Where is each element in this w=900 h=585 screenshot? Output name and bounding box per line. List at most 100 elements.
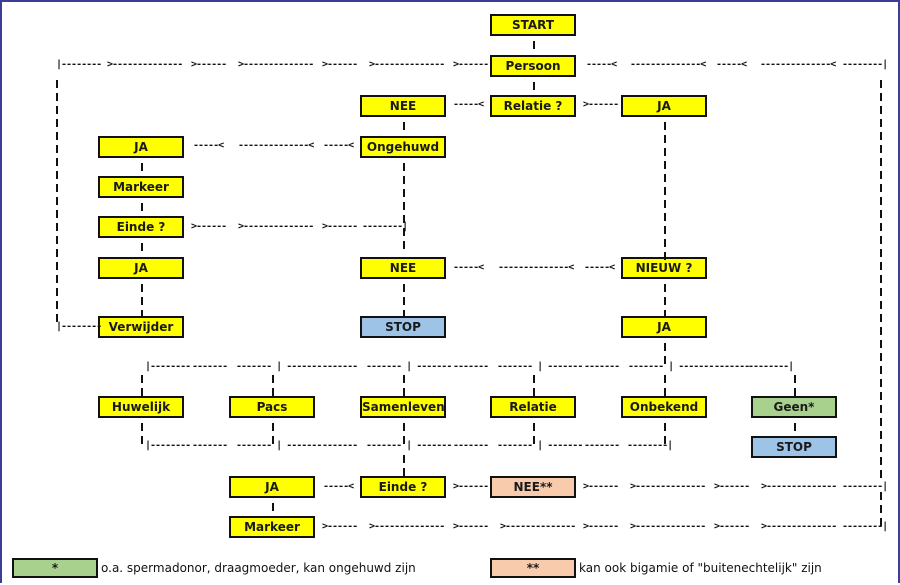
connector: >------ (191, 59, 227, 70)
connector-dash (141, 203, 143, 211)
connector-dash (56, 223, 58, 231)
connector-dash (880, 379, 882, 387)
connector-dash (664, 423, 666, 431)
connector-dash (880, 405, 882, 413)
connector-dash (880, 197, 882, 205)
connector-dash (880, 431, 882, 439)
connector: >-------------- (500, 521, 576, 532)
connector-dash (403, 375, 405, 383)
node-stop-right: STOP (751, 436, 837, 458)
connector-dash (880, 301, 882, 309)
connector-dash (880, 457, 882, 465)
connector-dash (403, 163, 405, 171)
connector: ------- | ------- (366, 440, 452, 451)
connector-dash (141, 163, 143, 171)
connector: ------- | ------- (628, 361, 714, 372)
connector-dash (56, 197, 58, 205)
connector-dash (403, 215, 405, 223)
connector-dash (880, 492, 882, 500)
connector: --------------< (498, 262, 574, 273)
node-geen: Geen* (751, 396, 837, 418)
node-ja-right: JA (621, 316, 707, 338)
connector-dash (880, 314, 882, 322)
connector: -----< (323, 481, 354, 492)
node-einde-bottom: Einde ? (360, 476, 446, 498)
connector-dash (880, 470, 882, 478)
connector-dash (664, 375, 666, 383)
connector-dash (141, 423, 143, 431)
connector: --------------< (760, 59, 836, 70)
node-ja-left-2: JA (98, 257, 184, 279)
connector: ------- (584, 440, 620, 451)
connector: >------ (191, 221, 227, 232)
connector: |-------- (145, 361, 191, 372)
connector-dash (56, 262, 58, 270)
connector: >-------------- (761, 481, 837, 492)
connector-dash (403, 455, 405, 463)
connector-dash (664, 297, 666, 305)
connector: ------- (714, 361, 750, 372)
connector: ------- (453, 440, 489, 451)
connector: --------| (748, 361, 794, 372)
connector-dash (880, 275, 882, 283)
node-ja-top: JA (621, 95, 707, 117)
connector-dash (880, 223, 882, 231)
connector-dash (664, 343, 666, 351)
connector-dash (403, 228, 405, 236)
connector-dash (403, 241, 405, 249)
connector-dash (880, 418, 882, 426)
connector-dash (56, 288, 58, 296)
connector-dash (403, 310, 405, 318)
connector: >-------------- (238, 221, 314, 232)
connector-dash (880, 93, 882, 101)
connector: >------ (583, 99, 619, 110)
connector-dash (56, 184, 58, 192)
node-samenleven: Samenleven (360, 396, 446, 418)
connector: >------ (583, 481, 619, 492)
connector-dash (880, 518, 882, 526)
connector: -----< (586, 59, 617, 70)
node-nee-mid: NEE (360, 257, 446, 279)
connector-dash (880, 158, 882, 166)
connector: >------ (453, 481, 489, 492)
connector-dash (141, 297, 143, 305)
connector-dash (664, 356, 666, 364)
connector-dash (272, 423, 274, 431)
connector-dash (56, 171, 58, 179)
node-pacs: Pacs (229, 396, 315, 418)
node-markeer-bottom: Markeer (229, 516, 315, 538)
connector-dash (880, 210, 882, 218)
node-ja-left: JA (98, 136, 184, 158)
connector-dash (664, 213, 666, 221)
connector: |-------- (56, 59, 102, 70)
node-relatie: Relatie (490, 396, 576, 418)
connector-dash (794, 423, 796, 431)
connector-dash (880, 132, 882, 140)
connector: >-------------- (369, 59, 445, 70)
connector-dash (880, 249, 882, 257)
legend-swatch-geen: * (12, 558, 98, 578)
node-ongehuwd: Ongehuwd (360, 136, 446, 158)
connector-dash (56, 301, 58, 309)
connector-dash (880, 444, 882, 452)
connector: >-------------- (630, 521, 706, 532)
connector-dash (272, 375, 274, 383)
connector-dash (533, 388, 535, 396)
connector: --------| (842, 481, 888, 492)
node-nee-top: NEE (360, 95, 446, 117)
connector-dash (664, 122, 666, 130)
connector-dash (880, 262, 882, 270)
connector-dash (403, 388, 405, 396)
connector-dash (141, 310, 143, 318)
connector-dash (880, 106, 882, 114)
connector-dash (880, 184, 882, 192)
node-start: START (490, 14, 576, 36)
connector-dash (56, 314, 58, 322)
connector: --------| (627, 440, 673, 451)
connector-dash (664, 187, 666, 195)
connector-dash (56, 93, 58, 101)
connector-dash (56, 145, 58, 153)
connector: ------- | ------- (497, 440, 583, 451)
connector-dash (664, 436, 666, 444)
